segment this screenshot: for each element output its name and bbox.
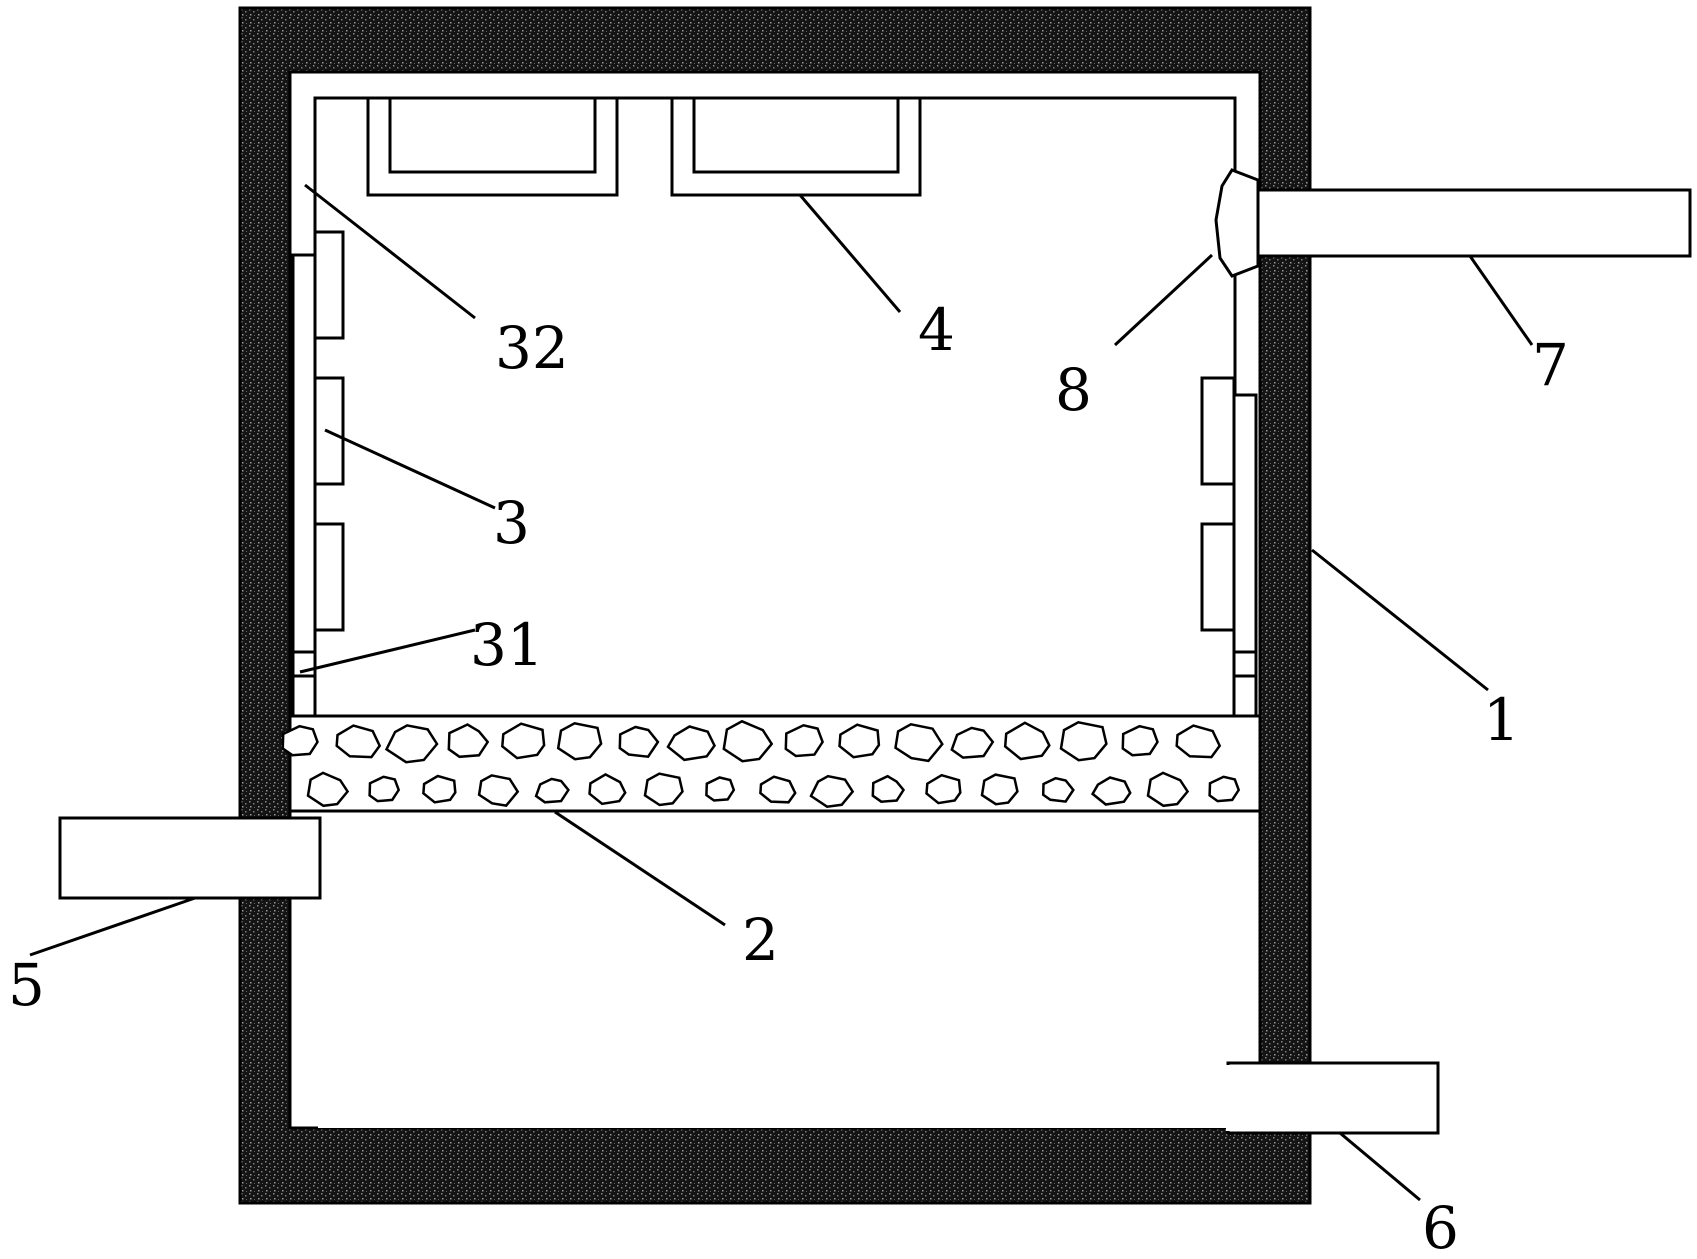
filter-stone <box>281 724 319 757</box>
filter-stone <box>1121 724 1159 757</box>
filter-stone <box>1059 720 1108 762</box>
outlet-pipe <box>1226 1061 1440 1135</box>
filter-stone <box>477 774 520 807</box>
label-8: 8 <box>1055 356 1092 424</box>
label-32: 32 <box>495 314 569 382</box>
leader-1 <box>1311 548 1489 692</box>
right-side-plates <box>1200 376 1258 718</box>
leader-2 <box>554 810 726 927</box>
leader-6 <box>1339 1131 1421 1202</box>
filter-stone <box>556 721 603 761</box>
leader-3 <box>324 428 496 510</box>
filter-stone <box>838 723 881 759</box>
filter-stones <box>281 719 1241 808</box>
filter-stone <box>759 775 797 804</box>
filter-stone <box>588 772 627 806</box>
leader-4 <box>798 194 902 313</box>
filter-stone <box>1090 776 1132 806</box>
filter-stone <box>1175 724 1222 759</box>
filter-stone <box>422 774 457 804</box>
filter-stone <box>643 772 684 807</box>
label-31: 31 <box>470 611 544 679</box>
filter-stone <box>871 774 906 803</box>
filter-stone <box>1208 775 1241 803</box>
filter-stone <box>618 725 660 759</box>
filter-layer <box>281 714 1262 813</box>
top-trays <box>366 96 922 197</box>
label-6: 6 <box>1422 1194 1459 1259</box>
filter-stone <box>500 722 546 760</box>
label-5: 5 <box>8 951 45 1019</box>
filter-stone <box>1003 721 1051 761</box>
filter-stone <box>368 775 401 803</box>
filter-stone <box>809 774 855 808</box>
filter-stone <box>1146 771 1190 808</box>
leader-31 <box>299 628 476 674</box>
label-2: 2 <box>742 906 779 974</box>
label-7: 7 <box>1532 331 1569 399</box>
filter-stone <box>666 725 716 762</box>
label-3: 3 <box>493 489 530 557</box>
filter-stone <box>306 771 350 808</box>
filter-stone <box>784 723 824 758</box>
filter-stone <box>950 726 995 759</box>
filter-stone <box>925 773 962 805</box>
fan-cover <box>1214 168 1260 278</box>
filter-stone <box>980 773 1019 806</box>
labels: 32 4 8 7 3 31 1 2 5 6 <box>8 296 1569 1259</box>
filter-stone <box>335 724 382 759</box>
leader-8 <box>1113 253 1214 347</box>
filter-stone <box>447 723 490 759</box>
filter-stone <box>1041 776 1075 803</box>
lower-chamber <box>318 818 1230 1128</box>
leader-5 <box>29 896 196 957</box>
leader-32 <box>304 183 476 320</box>
filter-stone <box>894 722 944 763</box>
vent-pipe <box>1214 168 1692 278</box>
left-side-plates <box>291 230 345 718</box>
filter-stone <box>705 776 736 802</box>
inlet-pipe <box>58 816 322 900</box>
leader-7 <box>1468 255 1534 346</box>
label-4: 4 <box>918 296 955 364</box>
leader-lines <box>29 183 1534 1202</box>
label-1: 1 <box>1483 686 1520 754</box>
filter-stone <box>534 777 570 804</box>
filter-stone <box>384 724 439 764</box>
filter-stone <box>722 719 774 763</box>
